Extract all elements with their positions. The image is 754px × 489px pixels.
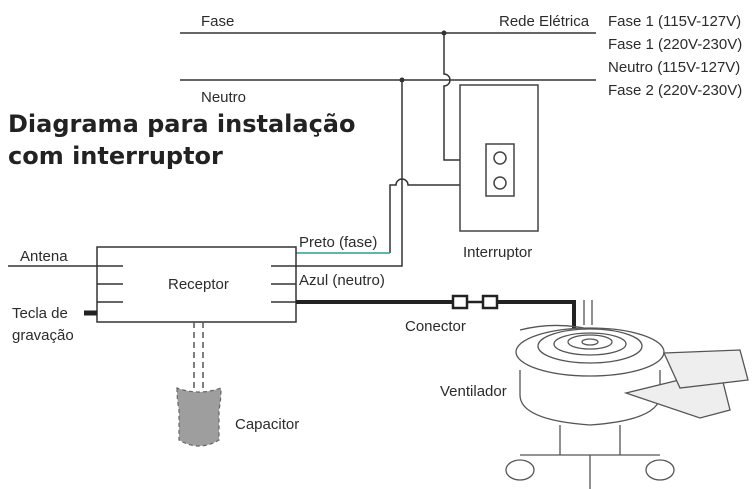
azul-neutro-label: Azul (neutro): [299, 272, 385, 289]
receptor-box: [96, 246, 297, 323]
conector-label: Conector: [405, 318, 466, 335]
title-line-1: Diagrama para instalação: [8, 110, 356, 138]
neutro-label: Neutro: [201, 89, 247, 106]
antena-label: Antena: [20, 248, 68, 265]
switch-to-preto-wire: [389, 178, 489, 253]
capacitor-body: [176, 387, 222, 447]
capacitor-label: Capacitor: [235, 416, 300, 433]
title-line-2: com interruptor: [8, 142, 223, 170]
rede-option-1: Fase 1 (115V-127V): [608, 13, 742, 30]
connector-right: [481, 294, 499, 310]
receptor-label: Receptor: [168, 276, 229, 293]
interruptor-label: Interruptor: [463, 244, 533, 261]
rede-eletrica-label: Rede Elétrica: [499, 13, 590, 30]
switch-terminal-bottom: [493, 176, 507, 190]
neutro-to-azul-wire: [296, 80, 403, 267]
diagram-title: Diagrama para instalação com interruptor: [8, 108, 355, 172]
ventilador-drawing: [505, 300, 749, 489]
connector-left: [451, 294, 469, 310]
fan-wire: [296, 300, 576, 330]
rede-option-3: Neutro (115V-127V): [608, 59, 741, 76]
switch-terminal-top: [493, 151, 507, 165]
tecla-label-line-2: gravação: [12, 327, 74, 344]
fase-to-switch-wire: [443, 33, 489, 161]
rede-option-4: Fase 2 (220V-230V): [608, 82, 743, 99]
fase-label: Fase: [201, 13, 235, 30]
ventilador-label: Ventilador: [440, 383, 507, 400]
preto-fase-label: Preto (fase): [299, 234, 378, 251]
rede-option-2: Fase 1 (220V-230V): [608, 36, 743, 53]
tecla-label-line-1: Tecla de: [12, 305, 68, 322]
